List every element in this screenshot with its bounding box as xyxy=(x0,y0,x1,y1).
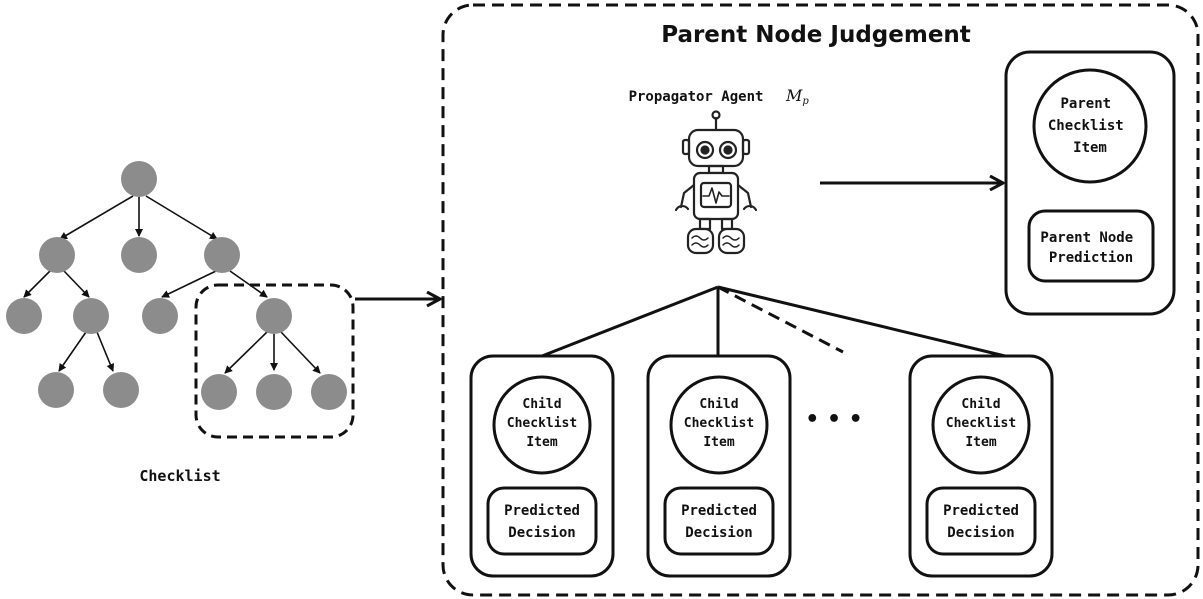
decision-line: Predicted xyxy=(943,503,1019,519)
tree-edge xyxy=(23,270,51,298)
child-checklist-item xyxy=(492,375,592,475)
tree-node xyxy=(38,372,74,408)
tree-edge xyxy=(229,270,268,298)
tree-node-root xyxy=(121,161,157,197)
robot-icon xyxy=(674,110,758,255)
tree-node xyxy=(201,374,237,410)
tree-edge xyxy=(280,331,321,374)
agent-child-links xyxy=(541,285,1006,358)
tree-edge xyxy=(63,270,90,298)
parent-checklist-item xyxy=(1032,68,1148,184)
parent-prediction-line: Prediction xyxy=(1049,250,1133,266)
tree-edge xyxy=(224,331,268,374)
predicted-decision xyxy=(663,486,775,556)
child-item-line: Item xyxy=(703,435,734,450)
parent-prediction-line: Parent Node xyxy=(1040,230,1133,246)
tree-edge xyxy=(59,195,134,240)
parent-item-line: Parent xyxy=(1060,96,1111,112)
child-checklist-item xyxy=(669,375,769,475)
tree-node xyxy=(6,298,42,334)
tree-node xyxy=(142,298,178,334)
checklist-tree: Checklist xyxy=(6,161,355,485)
tree-node xyxy=(73,298,109,334)
tree-node xyxy=(204,237,240,273)
child-item-line: Checklist xyxy=(684,416,754,431)
tree-node xyxy=(256,374,292,410)
tree-node xyxy=(39,237,75,273)
child-item-line: Checklist xyxy=(946,416,1016,431)
decision-line: Predicted xyxy=(681,503,757,519)
agent-symbol: Mp xyxy=(785,86,809,107)
tree-edge xyxy=(161,270,217,298)
child-item-line: Checklist xyxy=(507,416,577,431)
decision-line: Decision xyxy=(947,525,1014,541)
panel-title: Parent Node Judgement xyxy=(661,22,971,48)
parent-item-line: Checklist xyxy=(1048,118,1124,134)
child-item-line: Item xyxy=(965,435,996,450)
decision-line: Decision xyxy=(685,525,752,541)
tree-node xyxy=(256,298,292,334)
tree-node xyxy=(311,374,347,410)
tree-edge xyxy=(145,195,218,240)
child-checklist-item xyxy=(931,375,1031,475)
judgement-panel xyxy=(441,3,1200,597)
svg-text:Parent Node Prediction: Parent Node Prediction xyxy=(1040,230,1141,266)
parent-card: Parent Checklist Item Parent Node Predic… xyxy=(1004,50,1176,316)
svg-text:Parent Checklist I: Parent Checklist Item xyxy=(1048,96,1132,156)
child-item-line: Child xyxy=(699,397,738,412)
predicted-decision xyxy=(486,486,598,556)
tree-node xyxy=(103,372,139,408)
tree-edge xyxy=(58,331,87,372)
parent-node-prediction xyxy=(1027,209,1155,283)
child-item-line: Item xyxy=(526,435,557,450)
child-item-line: Child xyxy=(961,397,1000,412)
predicted-decision xyxy=(925,486,1037,556)
checklist-label: Checklist xyxy=(139,467,220,485)
decision-line: Decision xyxy=(508,525,575,541)
subtree-selection-box xyxy=(194,283,355,439)
child-item-line: Child xyxy=(522,397,561,412)
ellipsis: • • • xyxy=(805,407,863,432)
parent-item-line: Item xyxy=(1073,140,1107,156)
tree-node xyxy=(121,237,157,273)
agent-label: Propagator Agent xyxy=(629,89,764,105)
decision-line: Predicted xyxy=(504,503,580,519)
tree-edge xyxy=(96,331,115,372)
